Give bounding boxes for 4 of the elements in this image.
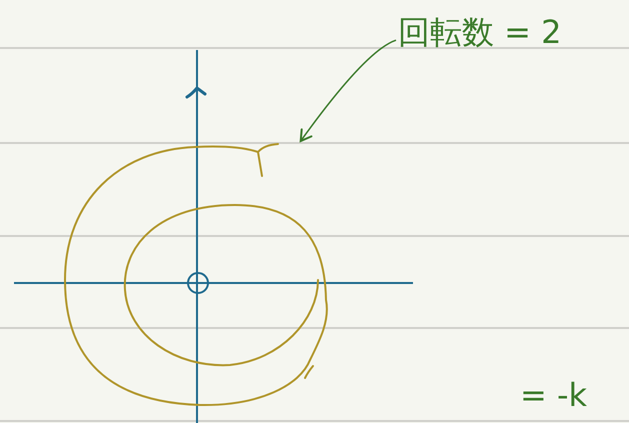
handwritten-note: 回転数 = 2: [398, 15, 562, 50]
handwritten-note: = -k: [520, 378, 588, 414]
leader-arrow: [300, 40, 396, 142]
spiral-curve: [64, 143, 328, 406]
